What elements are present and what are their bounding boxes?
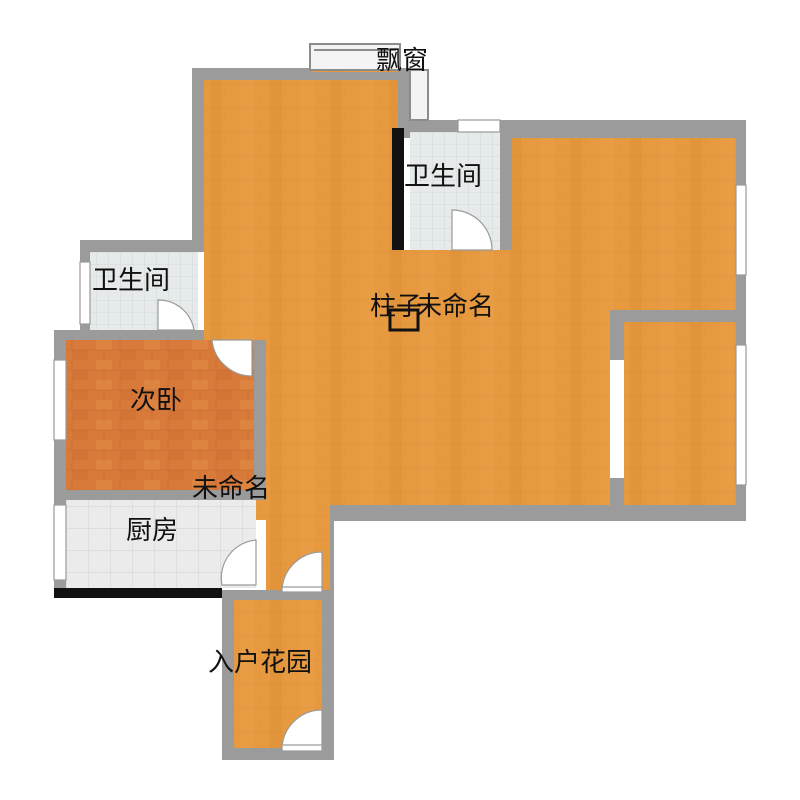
hall-label: 未命名 <box>192 474 271 504</box>
bay-window-label: 飘窗 <box>376 46 429 76</box>
second-bedroom-label: 次卧 <box>130 386 183 416</box>
entry-door-icon <box>281 709 323 749</box>
east-room-floor <box>624 322 736 505</box>
hall-door-icon <box>281 551 323 591</box>
entry-garden-label: 入户花园 <box>208 648 313 678</box>
kitchen-label: 厨房 <box>126 516 179 546</box>
bathroom-left-door-icon <box>157 299 195 331</box>
windows <box>53 119 747 581</box>
column-label: 柱子 <box>370 292 423 322</box>
bay-window <box>309 43 429 121</box>
bathroom-main-door-icon <box>451 209 493 251</box>
bathroom-left-label: 卫生间 <box>92 266 171 296</box>
bedroom-floor <box>66 340 254 490</box>
doors <box>157 209 493 752</box>
bathroom-main-label: 卫生间 <box>404 162 483 192</box>
living-room-label: 未命名 <box>416 292 495 322</box>
kitchen-door-icon <box>220 539 257 586</box>
bedroom-door-icon <box>211 339 253 377</box>
living-room-floor <box>204 80 398 280</box>
black-walls <box>54 128 420 598</box>
